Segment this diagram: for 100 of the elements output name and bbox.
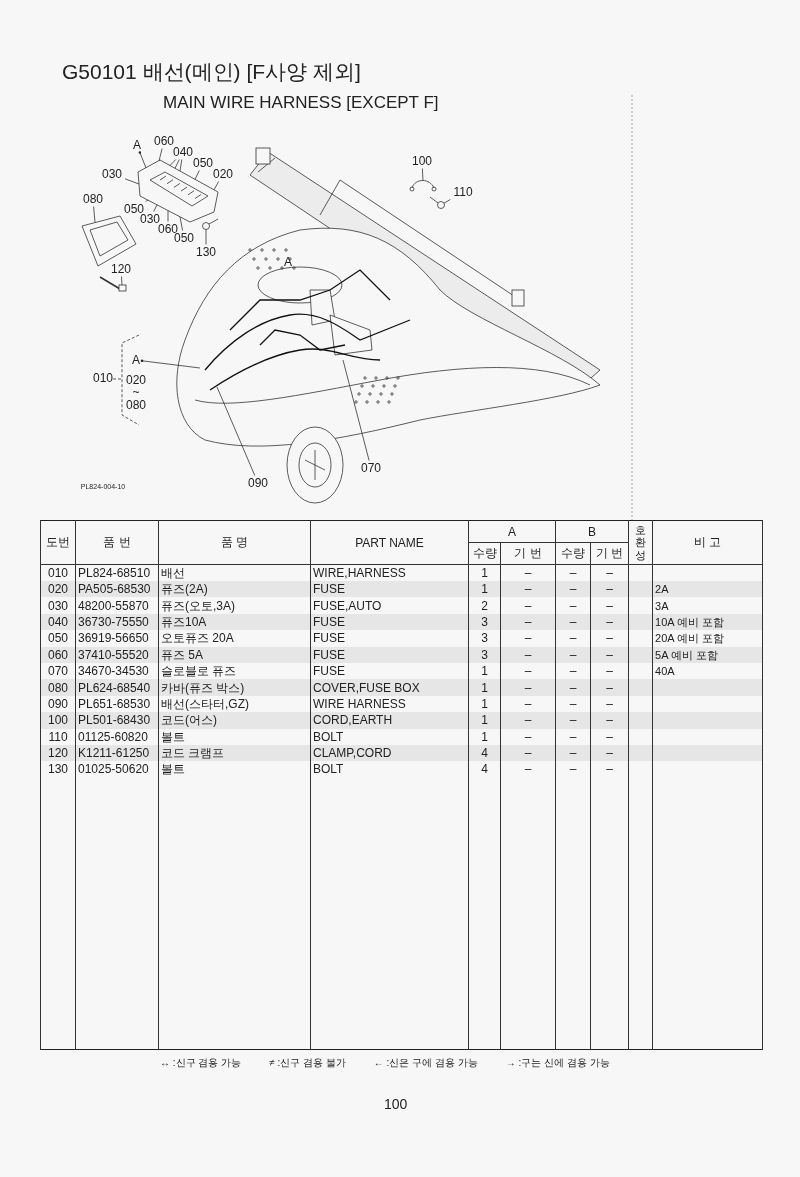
part-name: CLAMP,CORD — [310, 744, 469, 762]
column-header: 비 고 — [652, 520, 763, 565]
serial-range: – — [500, 613, 556, 631]
cord-clamp-drawing — [99, 276, 127, 292]
quantity: – — [555, 646, 591, 663]
page-subtitle: MAIN WIRE HARNESS [EXCEPT F] — [163, 94, 439, 113]
item-number: 060 — [40, 646, 76, 663]
callout-number: 120 — [109, 262, 133, 276]
quantity: 1 — [468, 679, 501, 696]
callout-number: 080 — [126, 399, 146, 413]
leader-line — [169, 159, 177, 166]
column-header: PART NAME — [310, 520, 469, 565]
callout-number: 020 — [126, 374, 146, 388]
part-name: FUSE — [310, 581, 469, 598]
page-number: 100 — [384, 1097, 408, 1113]
quantity: – — [555, 613, 591, 631]
part-name: FUSE — [310, 646, 469, 663]
quantity: 1 — [468, 728, 501, 745]
korean-part-name: 퓨즈10A — [158, 613, 311, 631]
quantity: 3 — [468, 630, 501, 647]
callout-number: 010 — [93, 372, 113, 386]
serial-range: – — [590, 581, 629, 598]
part-name: BOLT — [310, 728, 469, 745]
remark: 5A 예비 포함 — [652, 646, 763, 663]
quantity: 3 — [468, 613, 501, 631]
part-name: COVER,FUSE BOX — [310, 679, 469, 696]
item-number: 030 — [40, 597, 76, 614]
part-number: 01125-60820 — [75, 728, 159, 745]
korean-part-name: 볼트 — [158, 728, 311, 745]
serial-range: – — [500, 712, 556, 729]
part-number: PL624-68540 — [75, 679, 159, 696]
callout-number: 050 — [172, 231, 196, 245]
part-name: FUSE — [310, 613, 469, 631]
column-header: B — [555, 520, 629, 543]
column-header: 품 번 — [75, 520, 159, 565]
callout-number: 080 — [81, 192, 105, 206]
korean-part-name: 퓨즈 5A — [158, 646, 311, 663]
part-number: 48200-55870 — [75, 597, 159, 614]
quantity: – — [555, 597, 591, 614]
column-header: A — [468, 520, 556, 543]
leader-line — [213, 181, 220, 191]
korean-part-name: 카바(퓨즈 박스) — [158, 679, 311, 696]
remark: 2A — [652, 581, 763, 598]
callout-number: A — [131, 353, 141, 367]
callout-number: 030 — [100, 167, 124, 181]
korean-part-name: 오토퓨즈 20A — [158, 630, 311, 647]
serial-range: – — [590, 761, 629, 778]
callout-number: 130 — [194, 245, 218, 259]
quantity: – — [555, 761, 591, 778]
item-number: 110 — [40, 728, 76, 745]
item-number: 120 — [40, 744, 76, 762]
korean-part-name: 퓨즈(오토,3A) — [158, 597, 311, 614]
part-number: K1211-61250 — [75, 744, 159, 762]
remark: 3A — [652, 597, 763, 614]
compatibility-note: → :구는 신에 겸용 가능 — [505, 1056, 610, 1070]
serial-range: – — [500, 581, 556, 598]
serial-range: – — [500, 744, 556, 762]
part-number: 01025-50620 — [75, 761, 159, 778]
part-number: PA505-68530 — [75, 581, 159, 598]
serial-range: – — [590, 630, 629, 647]
leader-line — [216, 386, 256, 476]
part-number: 37410-55520 — [75, 646, 159, 663]
item-number: 100 — [40, 712, 76, 729]
leader-line — [158, 148, 163, 162]
column-header: 호환성 — [628, 520, 653, 565]
serial-range: – — [500, 679, 556, 696]
column-header: 수량 — [468, 542, 501, 565]
part-name: BOLT — [310, 761, 469, 778]
remark: 10A 예비 포함 — [652, 613, 763, 631]
korean-part-name: 코드(어스) — [158, 712, 311, 729]
item-number: 080 — [40, 679, 76, 696]
quantity: 1 — [468, 581, 501, 598]
serial-range: – — [500, 646, 556, 663]
quantity: 3 — [468, 646, 501, 663]
item-number: 130 — [40, 761, 76, 778]
korean-part-name: 볼트 — [158, 761, 311, 778]
column-header: 기 번 — [500, 542, 556, 565]
callout-number: A — [284, 256, 292, 270]
leader-line — [145, 199, 149, 202]
bolt-drawing — [202, 218, 219, 230]
quantity: – — [555, 744, 591, 762]
serial-range: – — [590, 712, 629, 729]
column-header: 도번 — [40, 520, 76, 565]
leader-line — [174, 159, 180, 169]
callout-number: ~ — [132, 386, 140, 400]
leader-line — [194, 170, 200, 180]
callout-number: 070 — [359, 461, 383, 475]
item-number: 050 — [40, 630, 76, 647]
quantity: – — [555, 630, 591, 647]
item-number: 020 — [40, 581, 76, 598]
callout-number: 050 — [191, 156, 215, 170]
column-header: 수량 — [555, 542, 591, 565]
quantity: 1 — [468, 712, 501, 729]
leader-line — [179, 159, 183, 172]
callout-number: 110 — [451, 185, 475, 199]
leader-line — [443, 199, 451, 204]
callout-number: 090 — [246, 476, 270, 490]
bolt-drawing — [429, 196, 445, 209]
korean-part-name: 코드 크램프 — [158, 744, 311, 762]
quantity: – — [555, 679, 591, 696]
